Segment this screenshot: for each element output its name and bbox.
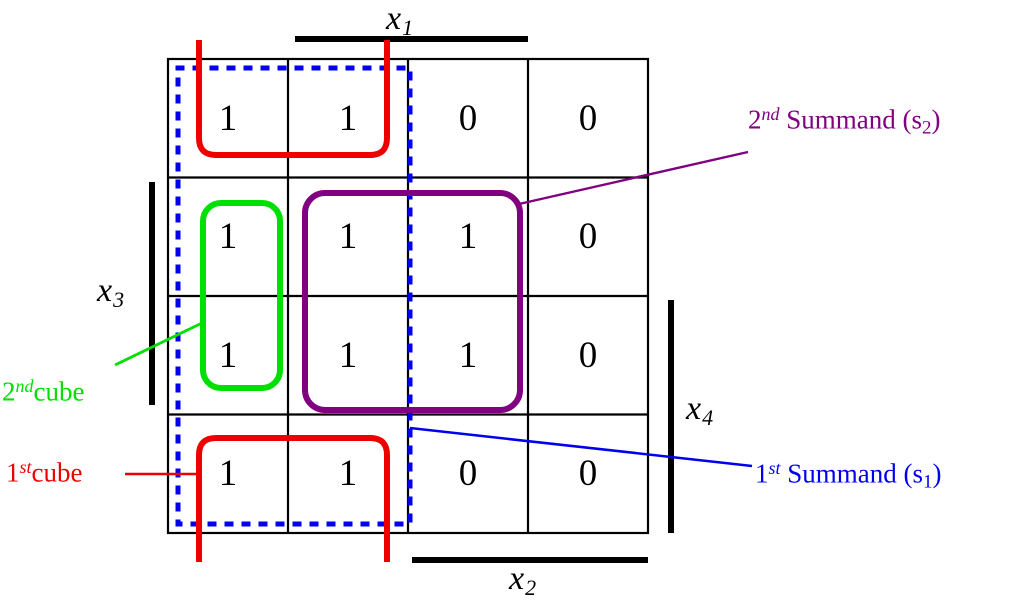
purple-group [302,190,523,413]
annotation-second-cube-mid: cube [33,376,85,407]
kmap-cell: 0 [458,453,478,495]
kmap-cell: 1 [338,334,358,376]
annotation-first-summand: 1st Summand (s1) [755,459,942,491]
kmap-cell: 1 [338,453,358,495]
kmap-cell: 1 [338,216,358,258]
kmap-cell: 0 [578,97,598,139]
red-group-bottom [196,435,390,562]
annotation-second-summand-sub: 2 [922,117,932,139]
kmap-cell: 1 [218,334,238,376]
kmap-cell: 0 [578,453,598,495]
kmap-cell: 1 [218,453,238,495]
kmap-cell: 1 [218,216,238,258]
axis-label-x1-sub: 1 [402,15,414,41]
annotation-second-summand-base: 2 [748,104,762,135]
annotation-second-cube-sup: nd [15,376,34,396]
kmap-cell: 1 [338,97,358,139]
annotation-first-cube-mid: cube [31,457,83,488]
annotation-first-cube-base: 1 [6,457,20,488]
annotation-first-cube-sup: st [19,457,32,477]
axis-label-x3: x3 [97,274,124,311]
axis-label-x4-base: x [686,390,702,427]
purple-leader-line [518,150,749,206]
axis-label-x1-base: x [386,0,402,37]
annotation-first-summand-base: 1 [755,458,769,489]
annotation-second-cube-base: 2 [2,376,16,407]
annotation-first-summand-sup: st [768,458,781,478]
axis-label-x2: x2 [509,562,536,599]
axis-label-x4-sub: 4 [702,405,714,431]
kmap-cell: 1 [458,216,478,258]
kmap-cell: 0 [578,216,598,258]
annotation-second-cube: 2ndcube [2,377,84,406]
axis-label-x3-base: x [97,272,113,309]
kmap-cell: 0 [458,97,478,139]
annotation-second-summand: 2nd Summand (s2) [748,105,941,137]
green-leader-line [114,321,203,367]
kmap-cell: 1 [458,334,478,376]
kmap-cell: 0 [578,334,598,376]
annotation-second-summand-mid: Summand (s [779,104,923,135]
axis-label-x3-sub: 3 [113,287,125,313]
annotation-first-cube: 1stcube [6,458,82,487]
annotation-first-summand-sub: 1 [923,471,933,493]
blue-dotted-group [175,65,413,527]
green-group [200,200,283,391]
annotation-second-summand-end: ) [931,104,941,135]
red-group-top [196,40,390,158]
axis-label-x4: x4 [686,392,713,429]
annotation-second-summand-sup: nd [761,104,780,124]
blue-leader-line [409,426,753,468]
kmap-cell: 1 [218,97,238,139]
axis-label-x2-sub: 2 [525,575,537,600]
axis-label-x1: x1 [386,2,413,39]
axis-label-x2-base: x [509,560,525,597]
annotation-first-summand-end: ) [932,458,942,489]
annotation-first-summand-mid: Summand (s [780,458,924,489]
axis-span-bars [149,36,674,563]
